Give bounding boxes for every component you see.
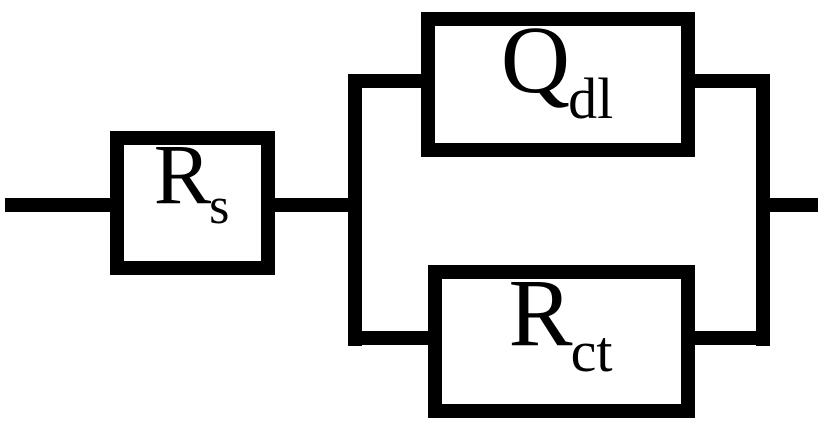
rct-component-box: [428, 265, 695, 418]
wire-group: [5, 74, 818, 346]
component-box-group: [110, 12, 695, 418]
qdl-component-box: [421, 12, 695, 157]
rs-component-box: [110, 131, 275, 275]
